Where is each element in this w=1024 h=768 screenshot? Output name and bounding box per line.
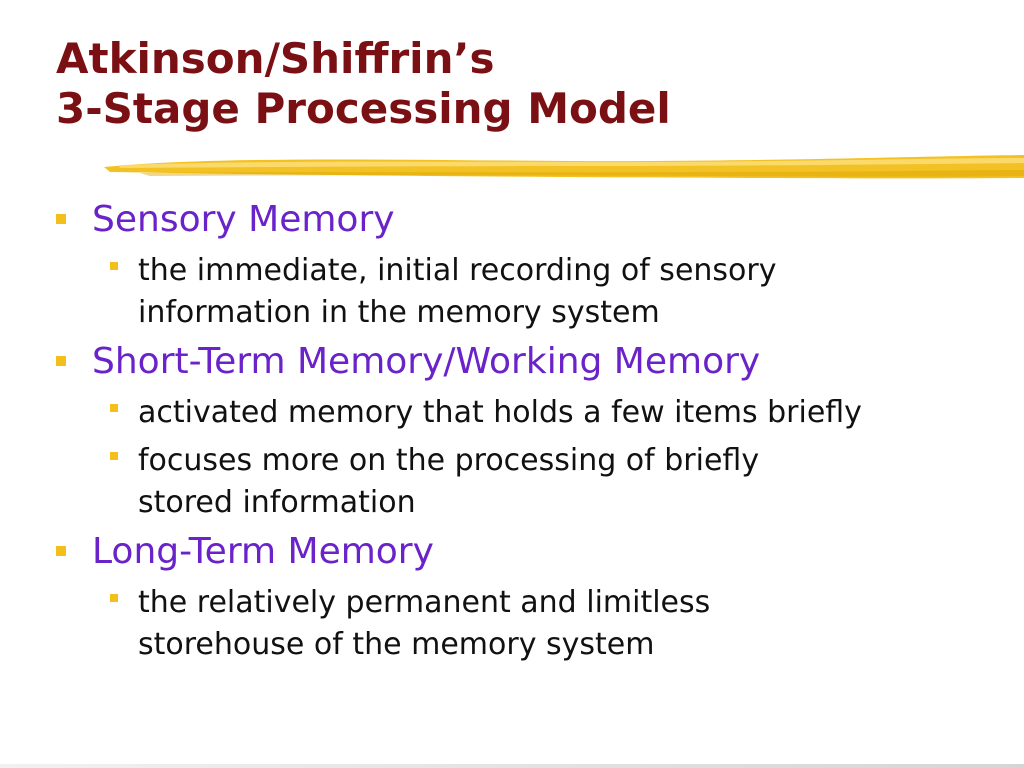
square-bullet-icon — [110, 594, 118, 602]
slide-title: Atkinson/Shiffrin’s 3-Stage Processing M… — [56, 34, 671, 134]
section-long-term-memory: Long-Term Memory the relatively permanen… — [56, 528, 996, 666]
title-line-2: 3-Stage Processing Model — [56, 84, 671, 133]
section-sensory-memory: Sensory Memory the immediate, initial re… — [56, 196, 996, 334]
slide-content: Sensory Memory the immediate, initial re… — [56, 192, 996, 666]
section-heading-row: Short-Term Memory/Working Memory — [56, 338, 996, 386]
section-heading-row: Sensory Memory — [56, 196, 996, 244]
section-heading: Short-Term Memory/Working Memory — [92, 341, 761, 382]
square-bullet-icon — [110, 452, 118, 460]
sub-bullet-row: the immediate, initial recording of sens… — [110, 250, 996, 334]
section-heading-row: Long-Term Memory — [56, 528, 996, 576]
sub-bullet-text: the relatively permanent and limitless s… — [138, 585, 711, 662]
square-bullet-icon — [56, 546, 66, 556]
sub-bullet-text: the immediate, initial recording of sens… — [138, 253, 777, 330]
sub-bullet-text: focuses more on the processing of briefl… — [138, 443, 760, 520]
square-bullet-icon — [56, 214, 66, 224]
sub-bullet-text: activated memory that holds a few items … — [138, 395, 862, 430]
section-short-term-memory: Short-Term Memory/Working Memory activat… — [56, 338, 996, 524]
yellow-brush-stroke-icon — [104, 155, 1024, 179]
square-bullet-icon — [110, 404, 118, 412]
brush-stroke-shadow — [140, 170, 1024, 177]
bottom-rule — [0, 764, 1024, 768]
square-bullet-icon — [56, 356, 66, 366]
title-line-1: Atkinson/Shiffrin’s — [56, 34, 495, 83]
square-bullet-icon — [110, 262, 118, 270]
brush-stroke-highlight — [118, 158, 1024, 168]
sub-bullet-row: focuses more on the processing of briefl… — [110, 440, 996, 524]
section-heading: Sensory Memory — [92, 199, 395, 240]
section-heading: Long-Term Memory — [92, 531, 434, 572]
sub-bullet-row: activated memory that holds a few items … — [110, 392, 996, 434]
sub-bullet-row: the relatively permanent and limitless s… — [110, 582, 996, 666]
